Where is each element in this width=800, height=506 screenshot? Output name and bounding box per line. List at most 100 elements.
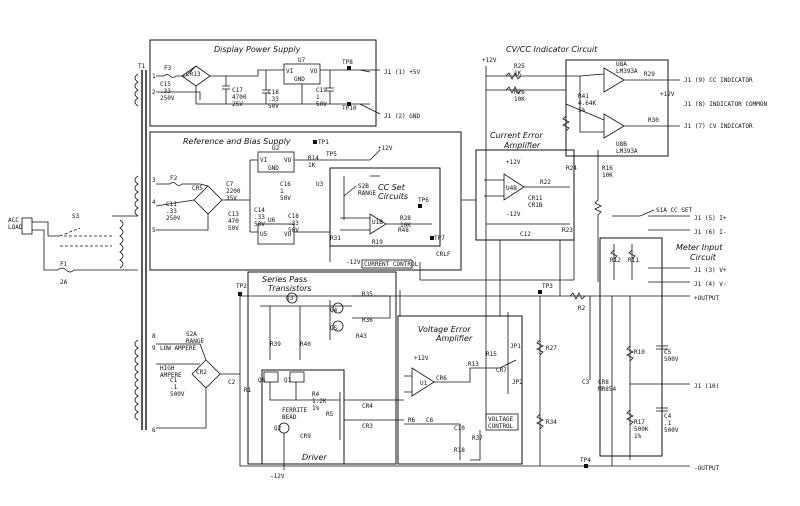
tp7-point <box>430 236 434 240</box>
u4b-opamp <box>503 173 525 201</box>
u2-regulator <box>257 151 295 173</box>
tp8-point <box>347 66 351 70</box>
s1a-label: S1A CC SET <box>656 207 693 214</box>
u7-vo: VO <box>310 68 318 75</box>
voltage-error-title-2: Amplifier <box>435 334 473 343</box>
u5-label: U5 <box>260 231 268 238</box>
cr9-label: CR9 <box>300 433 311 440</box>
r30-label: R30 <box>648 117 659 124</box>
tp3-label: TP3 <box>542 283 553 290</box>
meter-input-box <box>599 237 663 457</box>
u1b-opamp <box>369 213 387 235</box>
j1-6-label: J1 (6) I- <box>694 229 727 236</box>
cr3-label: CR3 <box>362 423 373 430</box>
r13-label: R13 <box>468 361 479 368</box>
ce-m12v: -12V <box>506 211 521 218</box>
pin-5: 5 <box>152 227 156 234</box>
u3-label: U3 <box>316 181 324 188</box>
minus-output-label: -OUTPUT <box>694 465 720 472</box>
u2-label: U2 <box>272 145 280 152</box>
current-error-title-1: Current Error <box>490 131 543 140</box>
ref-bias-title: Reference and Bias Supply <box>183 137 291 146</box>
driver-title: Driver <box>302 453 327 462</box>
q6-package <box>263 371 279 383</box>
series-pass-box <box>247 271 397 465</box>
tp8-label: TP8 <box>342 59 353 66</box>
series-pass-circuit: Q3 Q4 Q5 R39 R40 R35 R36 R43 Q6 Q1 FERRI… <box>258 291 404 480</box>
u1-opamp <box>411 367 435 397</box>
cvcc-12v: +12V <box>482 57 497 64</box>
pin-2a: 2 <box>152 89 156 96</box>
series-pass-title-1: Series Pass <box>262 275 307 284</box>
u7-gnd: GND <box>294 76 305 83</box>
f2-label: F2 <box>170 175 178 182</box>
r24-label: R24 <box>566 165 577 172</box>
driver-m12v: -12V <box>270 473 285 480</box>
tp2-label: TP2 <box>236 283 247 290</box>
r29-label: R29 <box>644 71 655 78</box>
pin-9: 9 <box>152 345 156 352</box>
r6-label: R6 <box>408 417 416 424</box>
cc-set-box <box>329 167 441 247</box>
u5-regulator <box>257 223 295 245</box>
pin-3: 3 <box>152 177 156 184</box>
u8b-opamp <box>603 113 625 139</box>
cr2-label: CR2 <box>196 369 207 376</box>
r19-label: R19 <box>372 239 383 246</box>
f1-label: F1 <box>60 261 68 268</box>
voltage-error-box <box>397 315 523 465</box>
driver-box <box>261 369 345 465</box>
t1-label: T1 <box>138 63 146 70</box>
j1-8-label: J1 (8) INDICATOR COMMON <box>684 101 767 108</box>
tp3-point <box>538 290 542 294</box>
pin-8: 8 <box>152 333 156 340</box>
j1-1-label: J1 (1) +5V <box>384 69 421 76</box>
q1-package <box>289 371 305 383</box>
crlf-label: CRLF <box>436 251 451 258</box>
tp10-point <box>347 102 351 106</box>
jp1-label: JP1 <box>510 343 521 350</box>
tp1-point <box>313 140 317 144</box>
tp4-label: TP4 <box>580 457 591 464</box>
meter-input-title-1: Meter Input <box>676 243 723 252</box>
f3-label: F3 <box>164 65 172 72</box>
cr4-label: CR4 <box>362 403 373 410</box>
cc-set-title-2: Circuits <box>378 192 408 201</box>
current-error-title-2: Amplifier <box>503 141 541 150</box>
j1-7-label: J1 (7) CV INDICATOR <box>684 123 753 130</box>
u1b-label: U1B <box>372 219 383 226</box>
r48-label: R48 <box>398 227 409 234</box>
r12-label: R12 <box>610 257 621 264</box>
pin-6: 6 <box>152 427 156 434</box>
cvcc-12v-b: +12V <box>660 91 675 98</box>
ve-12v: +12V <box>414 355 429 362</box>
r36-label: R36 <box>362 317 373 324</box>
tp5-label: TP5 <box>326 151 337 158</box>
u2-vi: VI <box>260 157 268 164</box>
display-power-box <box>149 39 377 127</box>
meter-input-title-2: Circuit <box>690 253 717 262</box>
plus12v-ref: +12V <box>378 145 393 152</box>
r27-label: R27 <box>546 345 557 352</box>
j1-9-label: J1 (9) CC INDICATOR <box>684 77 753 84</box>
